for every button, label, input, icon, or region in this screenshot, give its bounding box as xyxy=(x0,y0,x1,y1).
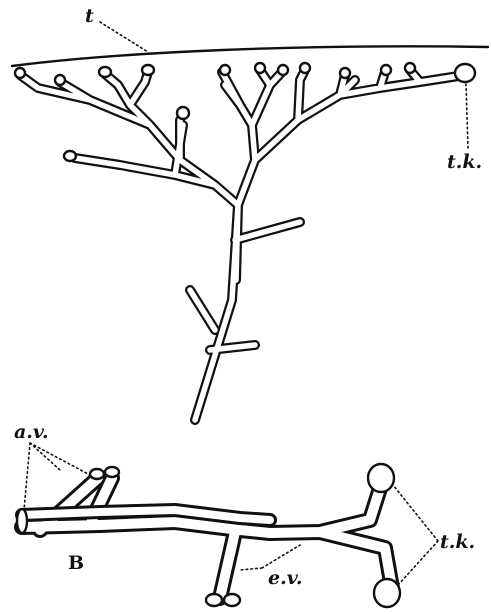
vessel-tree xyxy=(15,63,475,420)
figure-a: t t.k. xyxy=(12,5,488,420)
label-afferent-vessels: a.v. xyxy=(14,421,49,443)
surface-line xyxy=(12,46,488,66)
terminal-knob-leader-a xyxy=(466,84,468,148)
vessel-network-b xyxy=(17,464,400,607)
terminal-knob-leader-b xyxy=(393,485,438,585)
terminal-knobs-b xyxy=(368,464,400,607)
surface-leader xyxy=(100,22,148,52)
label-terminal-knobs-b: t.k. xyxy=(440,531,475,553)
label-surface: t xyxy=(85,5,94,27)
label-panel-b: B xyxy=(68,552,84,574)
label-efferent-vessels: e.v. xyxy=(268,567,302,589)
figure-b: B a.v. e.v. t.k. xyxy=(14,421,475,607)
label-terminal-knobs-a: t.k. xyxy=(447,151,482,173)
